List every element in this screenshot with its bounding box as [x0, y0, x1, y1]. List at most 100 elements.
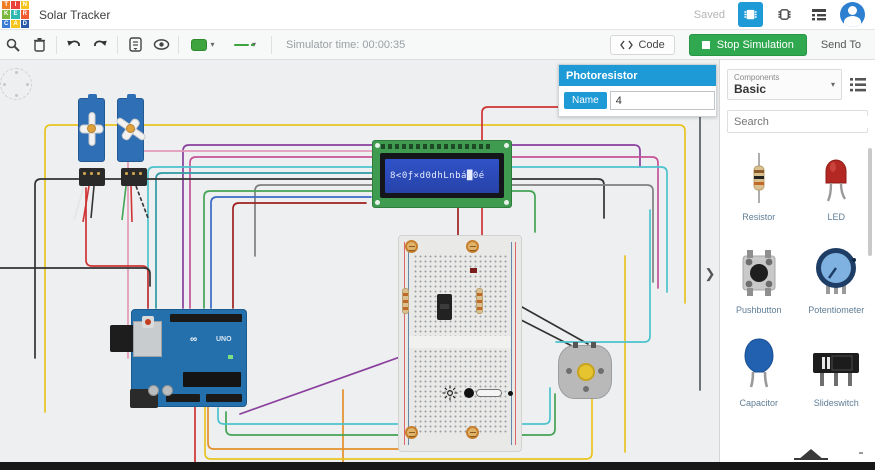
panel-scrollbar[interactable] — [868, 148, 872, 256]
component-label: LED — [827, 212, 845, 222]
zoom-to-fit-icon[interactable] — [0, 33, 26, 57]
wire[interactable] — [34, 178, 605, 359]
photoresistor-3[interactable] — [405, 426, 418, 439]
stop-simulation-button[interactable]: Stop Simulation — [688, 33, 807, 56]
bottom-bar — [0, 462, 875, 470]
wire[interactable] — [232, 202, 367, 309]
power-header — [166, 394, 200, 402]
undo-icon[interactable] — [61, 33, 87, 57]
component-search[interactable] — [727, 110, 875, 133]
breadboard-channel — [409, 336, 511, 348]
component-slideswitch[interactable]: Slideswitch — [798, 325, 875, 418]
pan-control[interactable] — [0, 68, 32, 100]
resistor-on-breadboard[interactable] — [476, 288, 483, 314]
lcd-16x2[interactable]: 8<0ƒ×d0dhLnbá█0é — [372, 140, 512, 208]
light-level-slider[interactable] — [440, 385, 515, 401]
sun-icon — [442, 385, 458, 401]
potentiometer-icon — [812, 244, 860, 296]
send-to-button[interactable]: Send To — [820, 38, 861, 51]
divider — [56, 35, 57, 54]
list-view-icon[interactable] — [806, 2, 831, 27]
name-field-input[interactable] — [609, 91, 715, 110]
code-button[interactable]: Code — [610, 34, 675, 55]
wire[interactable] — [204, 357, 593, 460]
component-pushbutton[interactable]: Pushbutton — [720, 232, 798, 325]
component-label: Pushbutton — [735, 305, 782, 315]
divider — [117, 35, 118, 54]
slideswitch-icon — [810, 337, 862, 389]
component-potentiometer[interactable]: Potentiometer — [798, 232, 875, 325]
resistor-on-breadboard[interactable] — [402, 288, 409, 314]
analog-header — [206, 394, 242, 402]
divider — [178, 35, 179, 54]
logo-cell: C — [2, 19, 11, 28]
redo-icon[interactable] — [87, 33, 113, 57]
user-avatar[interactable] — [840, 2, 865, 27]
micro-servo-1[interactable] — [78, 94, 105, 162]
capacitor-component — [148, 385, 159, 396]
reset-button[interactable] — [142, 316, 154, 328]
micro-servo-2[interactable] — [114, 94, 147, 162]
slider-track[interactable] — [476, 389, 502, 397]
logo-cell: A — [11, 19, 20, 28]
servo-connector-1[interactable] — [79, 168, 105, 186]
arduino-uno[interactable]: ∞ UNO — [110, 309, 247, 408]
logo-cell: R — [20, 10, 29, 19]
slider-knob[interactable] — [464, 388, 474, 398]
saved-status: Saved — [693, 8, 725, 21]
wire[interactable] — [481, 106, 559, 239]
notes-icon[interactable] — [122, 33, 148, 57]
component-led[interactable]: LED — [798, 139, 875, 232]
lcd-pins — [381, 144, 503, 150]
breadboard[interactable] — [398, 235, 522, 452]
search-input[interactable] — [734, 115, 875, 128]
wire-layer[interactable] — [0, 60, 719, 462]
wire[interactable] — [521, 306, 589, 345]
component-capacitor[interactable]: Capacitor — [720, 325, 798, 418]
visibility-icon[interactable] — [148, 33, 174, 57]
component-label: Potentiometer — [808, 305, 865, 315]
circuit-canvas[interactable]: 8<0ƒ×d0dhLnbá█0é — [0, 60, 719, 462]
slider-end-dot — [508, 391, 513, 396]
usb-cable — [110, 325, 134, 352]
components-category-dropdown[interactable]: Components Basic ▾ — [727, 69, 842, 100]
pushbutton-icon — [738, 244, 780, 296]
wire-style-icon — [233, 43, 254, 46]
panel-list-view-icon[interactable] — [848, 75, 868, 95]
motor-terminal — [573, 342, 578, 348]
wire[interactable] — [217, 387, 551, 425]
wire[interactable] — [0, 267, 151, 287]
delete-icon[interactable] — [26, 33, 52, 57]
logo-cell: K — [2, 10, 11, 19]
photoresistor-1[interactable] — [405, 240, 418, 253]
components-label: Components — [734, 73, 780, 82]
wire[interactable] — [203, 190, 536, 309]
component-outline-icon[interactable] — [772, 2, 797, 27]
component-color-dropdown[interactable]: ▾ — [183, 33, 223, 57]
panel-collapse-handle[interactable]: ❯ — [704, 266, 716, 281]
lcd-text: 8<0ƒ×d0dhLnbá█0é — [390, 170, 485, 181]
wire[interactable] — [225, 393, 556, 436]
motor-shaft — [577, 363, 595, 381]
servo-connector-2[interactable] — [121, 168, 147, 186]
wire-style-dropdown[interactable]: ▾ — [223, 33, 267, 57]
circuits-chip-icon[interactable] — [738, 2, 763, 27]
wire[interactable] — [210, 196, 372, 309]
servo-hub — [86, 124, 96, 133]
led-icon — [821, 151, 851, 203]
components-panel: Components Basic ▾ Resistor — [719, 60, 875, 462]
name-field-label[interactable]: Name — [564, 92, 607, 109]
arduino-label: UNO — [216, 336, 232, 343]
component-resistor[interactable]: Resistor — [720, 139, 798, 232]
photoresistor-4[interactable] — [466, 426, 479, 439]
sensor-chip[interactable] — [437, 294, 452, 320]
photoresistor-2[interactable] — [466, 240, 479, 253]
category-value: Basic — [734, 82, 767, 96]
wire[interactable] — [555, 209, 651, 343]
component-grid: Resistor LED Pushbutton Potentiometer — [720, 139, 875, 418]
dc-motor[interactable] — [558, 342, 612, 399]
wire[interactable] — [44, 124, 686, 413]
